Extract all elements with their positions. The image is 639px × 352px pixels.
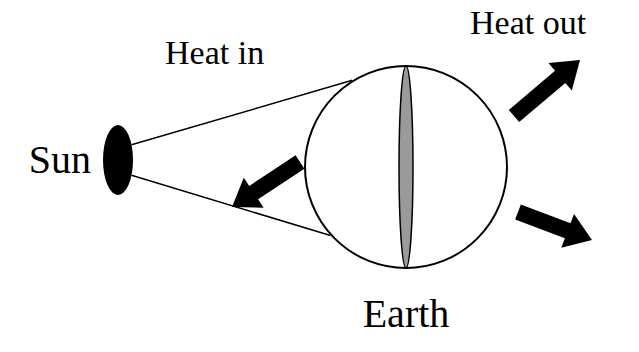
heat-arrow [515,205,592,248]
sun-outline [103,125,133,195]
heat-in-label: Heat in [165,33,264,72]
terminator-band [399,66,413,268]
sun-label: Sun [29,137,91,183]
sunlight-ray [132,175,331,235]
earth-circle [305,66,507,268]
sun-shape: Sun [103,125,133,195]
earth-label: Earth [363,291,450,337]
sun-ellipse [103,125,133,195]
earth-outline [304,65,508,269]
earth-globe: Earth [304,65,508,269]
heat-arrow [509,60,580,122]
heat-out-label: Heat out [470,3,586,42]
heat-arrow [232,155,304,207]
